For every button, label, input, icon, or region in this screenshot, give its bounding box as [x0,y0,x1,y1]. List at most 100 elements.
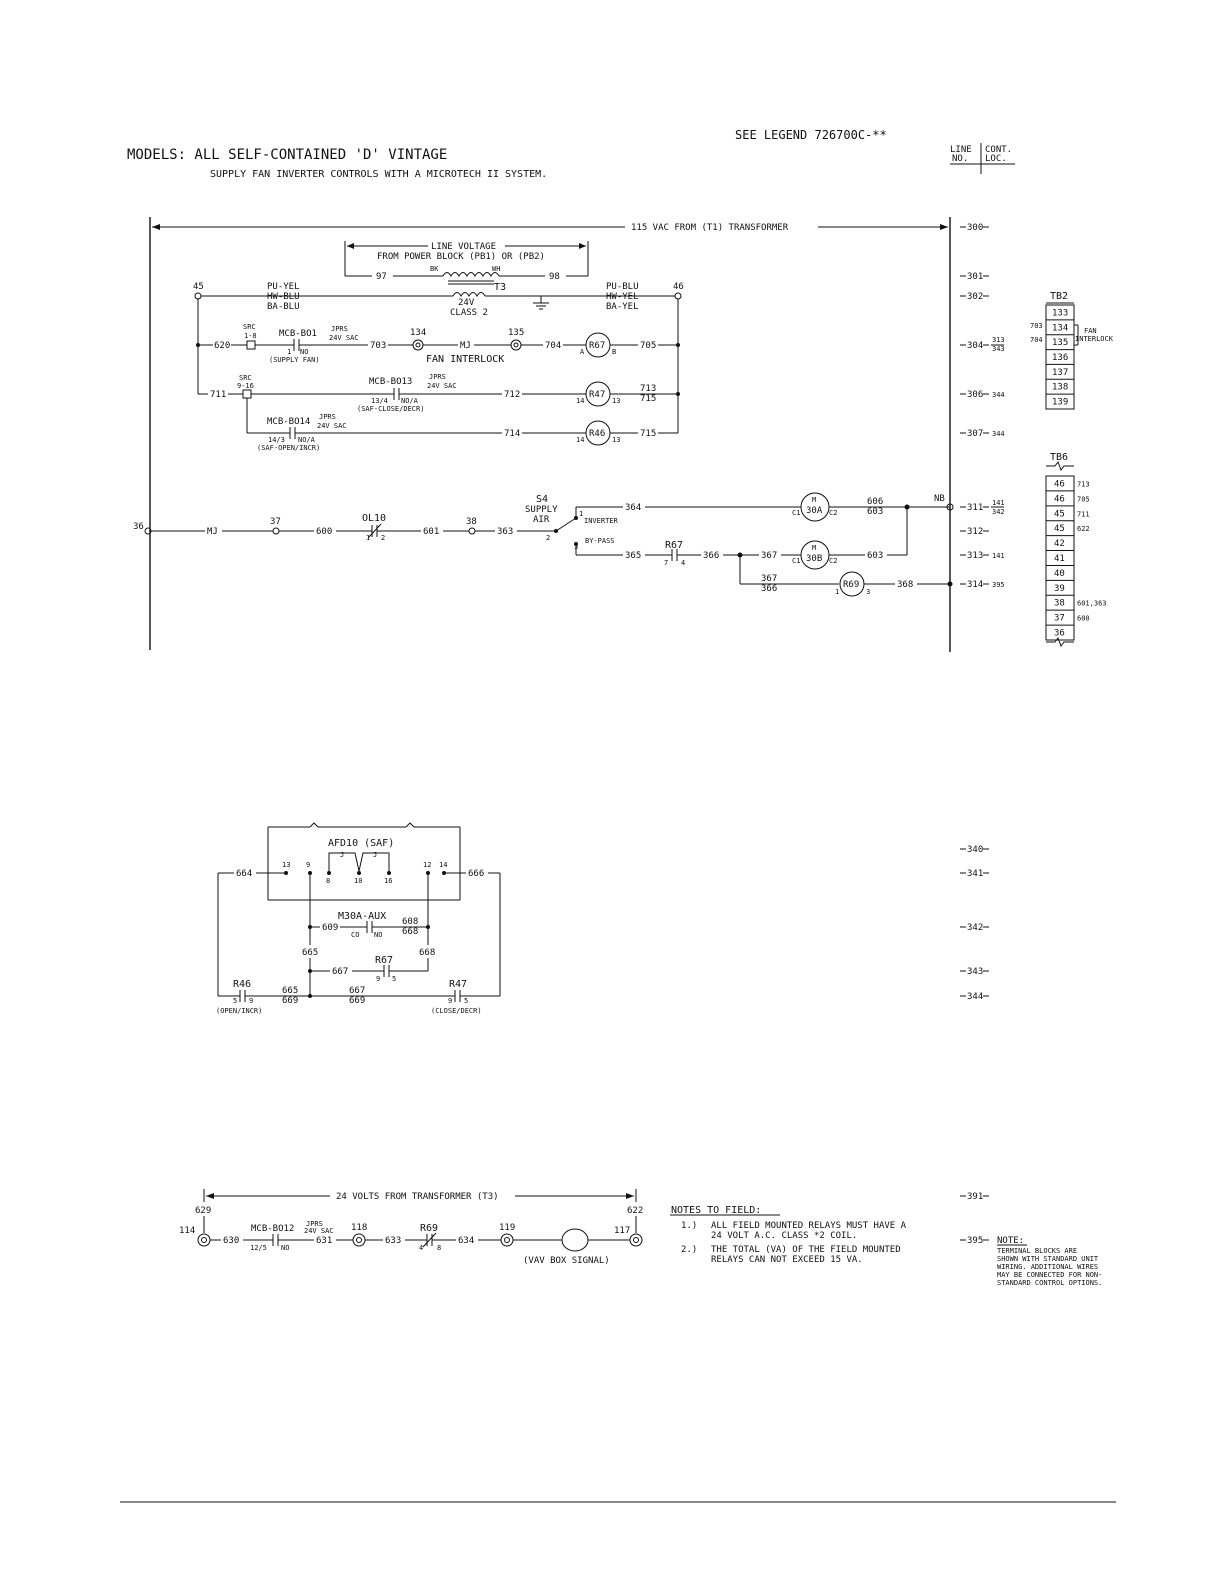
wire-366: 366 [703,551,719,561]
wire-367: 367 [761,551,777,561]
wire-665: 665 [302,948,318,958]
contloc-311b: 342 [992,508,1005,516]
rung-302: 45 PU-YEL HW-BLU BA-BLU PU-BLU HW-YEL BA… [193,282,684,433]
m30a-aux-label: M30A-AUX [338,911,386,922]
note-line-3: WIRING. ADDITIONAL WIRES [997,1263,1098,1271]
line-voltage-bracket: LINE VOLTAGE FROM POWER BLOCK (PB1) OR (… [344,241,589,276]
note-1-line-1: ALL FIELD MOUNTED RELAYS MUST HAVE A [711,1221,907,1231]
co-label: CO [351,931,359,939]
line-301: 301 [967,272,983,282]
r46-contact-label: R46 [233,979,251,990]
node-135: 135 [508,328,524,338]
note-2-number: 2.) [681,1245,697,1255]
noa-label: NO/A [401,397,419,405]
wire-603: 603 [867,507,883,517]
wire-367: 367 [761,574,777,584]
switch-pin-1: 1 [579,510,583,518]
line-314: 314 [967,580,983,590]
rung-314: 367 366 R69 1 3 368 [740,571,953,597]
legend-reference: SEE LEGEND 726700C-** [735,128,887,142]
afd-term-9: 9 [306,861,310,869]
wire-715: 715 [640,429,656,439]
pin-5: 5 [233,997,237,1005]
vav-24v-section: 24 VOLTS FROM TRANSFORMER (T3) 629 622 1… [179,1189,643,1266]
col-cont-label: CONT. [985,145,1012,155]
afd-term-12: 12 [423,861,431,869]
pin-c1: C1 [792,509,800,517]
terminal-119: 119 [499,1223,515,1233]
vav-box-signal-icon [561,1228,589,1252]
switch-pin-2: 2 [546,534,550,542]
line-306: 306 [967,390,983,400]
pin-c2: C2 [829,509,837,517]
wire-608: 608 [402,917,418,927]
wire-667b: 667 [349,986,365,996]
jumper-j1: J [340,851,344,859]
wire-633: 633 [385,1236,401,1246]
line-395: 395 [967,1236,983,1246]
pin-1: 1 [366,534,370,542]
wire-715: 715 [640,394,656,404]
wire-667: 667 [332,967,348,977]
inverter-label: INVERTER [584,517,619,525]
vav-box-signal-label: (VAV BOX SIGNAL) [523,1256,610,1266]
supply-label: SUPPLY [525,505,558,515]
line-311: 311 [967,503,983,513]
tb6-wire-label: 711 [1077,510,1090,518]
line-numbers: 300 301 302 304 306 307 311 312 313 314 … [960,223,989,1246]
relay-r69-coil: R69 [843,580,859,590]
contloc-304a: 313 [992,336,1005,344]
tb6-terminal: 42 [1054,539,1065,549]
src-pins: 9-16 [237,382,254,390]
contloc-304b: 343 [992,345,1005,353]
pin-7: 7 [664,559,668,567]
wire-704: 704 [545,341,561,351]
line-341: 341 [967,869,983,879]
tb2-fan-label: FAN [1084,327,1097,335]
mcb-bo14-label: MCB-BO14 [267,417,310,427]
wire-609: 609 [322,923,338,933]
sac-label: 24V SAC [329,334,359,342]
volts-from-t3-label: 24 VOLTS FROM TRANSFORMER (T3) [336,1192,499,1202]
sac-label: 24V SAC [304,1227,334,1235]
wire-606: 606 [867,497,883,507]
wire-664: 664 [236,869,252,879]
afd-term-8: 8 [326,877,330,885]
contloc-313: 141 [992,552,1005,560]
afd10-section: AFD10 (SAF) J J 13 9 8 10 16 12 14 664 6… [216,822,501,1015]
tb2-terminal: 135 [1052,338,1068,348]
no-label: NO [374,931,382,939]
wire-color-left-3: BA-BLU [267,302,300,312]
pin-8: 8 [437,1244,441,1252]
tb6-wire-label: 705 [1077,495,1090,503]
r47-contact-label: R47 [449,979,467,990]
contloc-307: 344 [992,430,1005,438]
v24-label: 24V [458,298,475,308]
tb6-wire-label: 600 [1077,615,1090,623]
pin-4: 4 [419,1244,423,1252]
tb2-interlock-label: INTERLOCK [1075,335,1114,343]
wire-713: 713 [640,384,656,394]
tb6-terminal: 45 [1054,524,1065,534]
terminal-117: 117 [614,1226,630,1236]
tb6-terminal: 37 [1054,614,1065,624]
note-line-4: MAY BE CONNECTED FOR NON- [997,1271,1102,1279]
wire-711: 711 [210,390,226,400]
node-46: 46 [673,282,684,292]
tb6-wire-label: 601,363 [1077,600,1107,608]
note-2-line-1: THE TOTAL (VA) OF THE FIELD MOUNTED [711,1245,901,1255]
wire-600: 600 [316,527,332,537]
vac-label: 115 VAC FROM (T1) TRANSFORMER [631,223,789,233]
wire-368: 368 [897,580,913,590]
note-line-5: STANDARD CONTROL OPTIONS. [997,1279,1102,1287]
afd10-label: AFD10 (SAF) [328,838,394,849]
pin-4: 4 [681,559,685,567]
line-300: 300 [967,223,983,233]
wire-620: 620 [214,341,230,351]
afd-term-16: 16 [384,877,392,885]
line-391: 391 [967,1192,983,1202]
line-342: 342 [967,923,983,933]
tb2-terminal: 139 [1052,398,1068,408]
